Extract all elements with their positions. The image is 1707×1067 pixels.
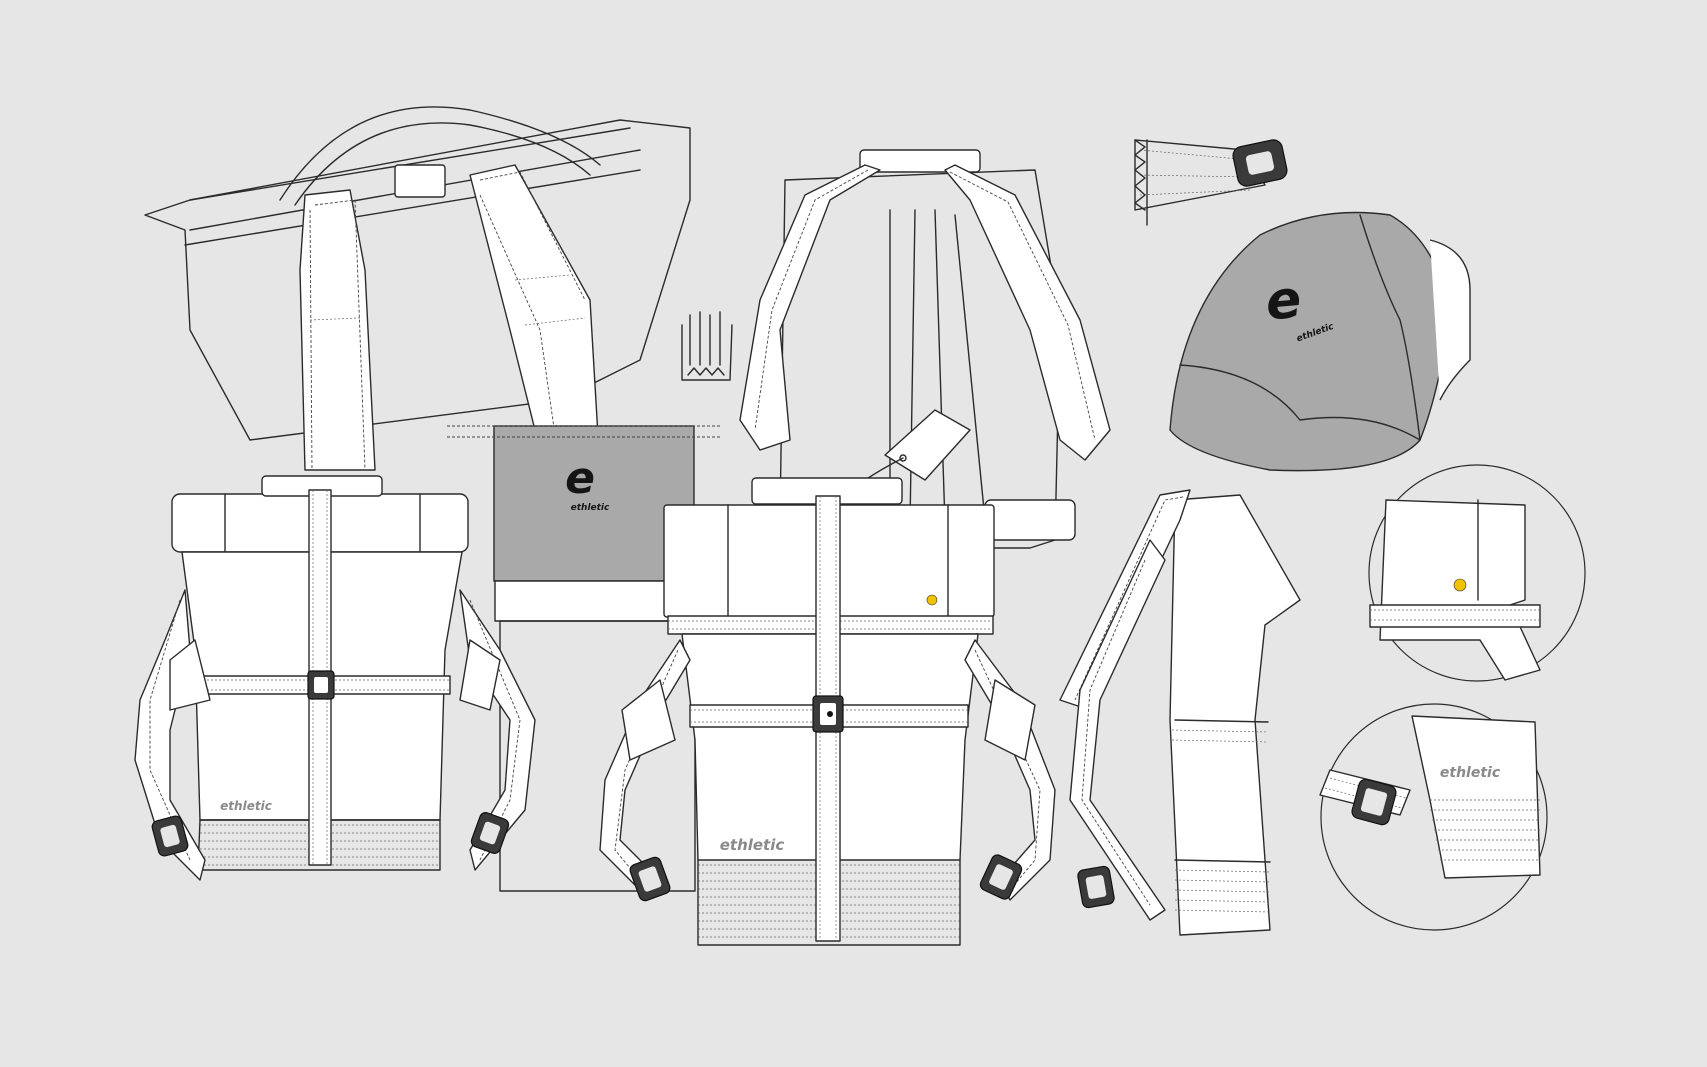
- front-view-main: ethletic: [599, 477, 1056, 946]
- wordmark-front-main: ethletic: [720, 836, 785, 854]
- detail-logo-buckle: ethletic: [1319, 703, 1548, 931]
- smiley-patch-icon: [926, 594, 938, 606]
- wordmark-front-rolled: ethletic: [220, 799, 272, 813]
- detail-strap-zigzag: [681, 311, 733, 381]
- detail-smiley-patch: [1368, 464, 1586, 682]
- wordmark-detail: ethletic: [1440, 765, 1501, 781]
- smiley-detail-icon: [1453, 578, 1467, 592]
- monogram-top-view: e: [1263, 270, 1303, 333]
- top-view: e ethletic: [1169, 211, 1471, 472]
- side-view: [1059, 489, 1301, 936]
- back-view: [739, 149, 1111, 549]
- front-view-open: e ethletic: [447, 425, 720, 892]
- front-view-rolled: ethletic: [134, 475, 536, 881]
- detail-strap-buckle: [1134, 139, 1288, 226]
- wordmark-front-open: ethletic: [571, 503, 610, 513]
- monogram-front-open: e: [565, 453, 595, 504]
- back-view-perspective: [144, 106, 691, 471]
